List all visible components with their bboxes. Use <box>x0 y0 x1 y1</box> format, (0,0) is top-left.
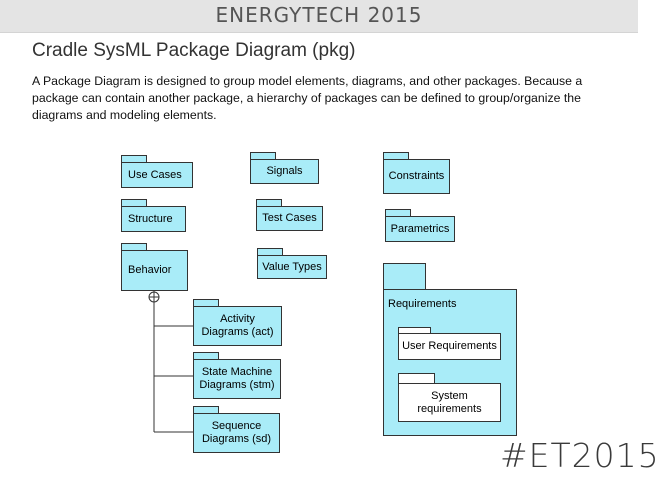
package-system-requirements: System requirements <box>398 373 501 422</box>
package-user-requirements: User Requirements <box>398 327 501 360</box>
package-value-types: Value Types <box>257 248 327 279</box>
package-parametrics: Parametrics <box>385 209 455 242</box>
event-hashtag: #ET2015 <box>500 436 660 475</box>
package-structure: Structure <box>121 199 186 232</box>
containment-connector <box>148 291 193 433</box>
brand-logo: ENERGYTECH 2015 <box>215 3 423 27</box>
package-use-cases: Use Cases <box>121 155 193 188</box>
package-test-cases: Test Cases <box>256 199 323 231</box>
package-signals: Signals <box>250 152 319 184</box>
slide-description: A Package Diagram is designed to group m… <box>32 74 583 122</box>
package-state-machine-diagrams: State Machine Diagrams (stm) <box>193 352 281 399</box>
package-sequence-diagrams: Sequence Diagrams (sd) <box>193 406 280 453</box>
header-bar: ENERGYTECH 2015 <box>0 0 638 33</box>
package-behavior: Behavior <box>121 243 188 291</box>
package-activity-diagrams: Activity Diagrams (act) <box>193 299 282 346</box>
containment-icon <box>148 291 160 303</box>
slide-title: Cradle SysML Package Diagram (pkg) <box>32 40 356 61</box>
package-constraints: Constraints <box>383 152 450 194</box>
